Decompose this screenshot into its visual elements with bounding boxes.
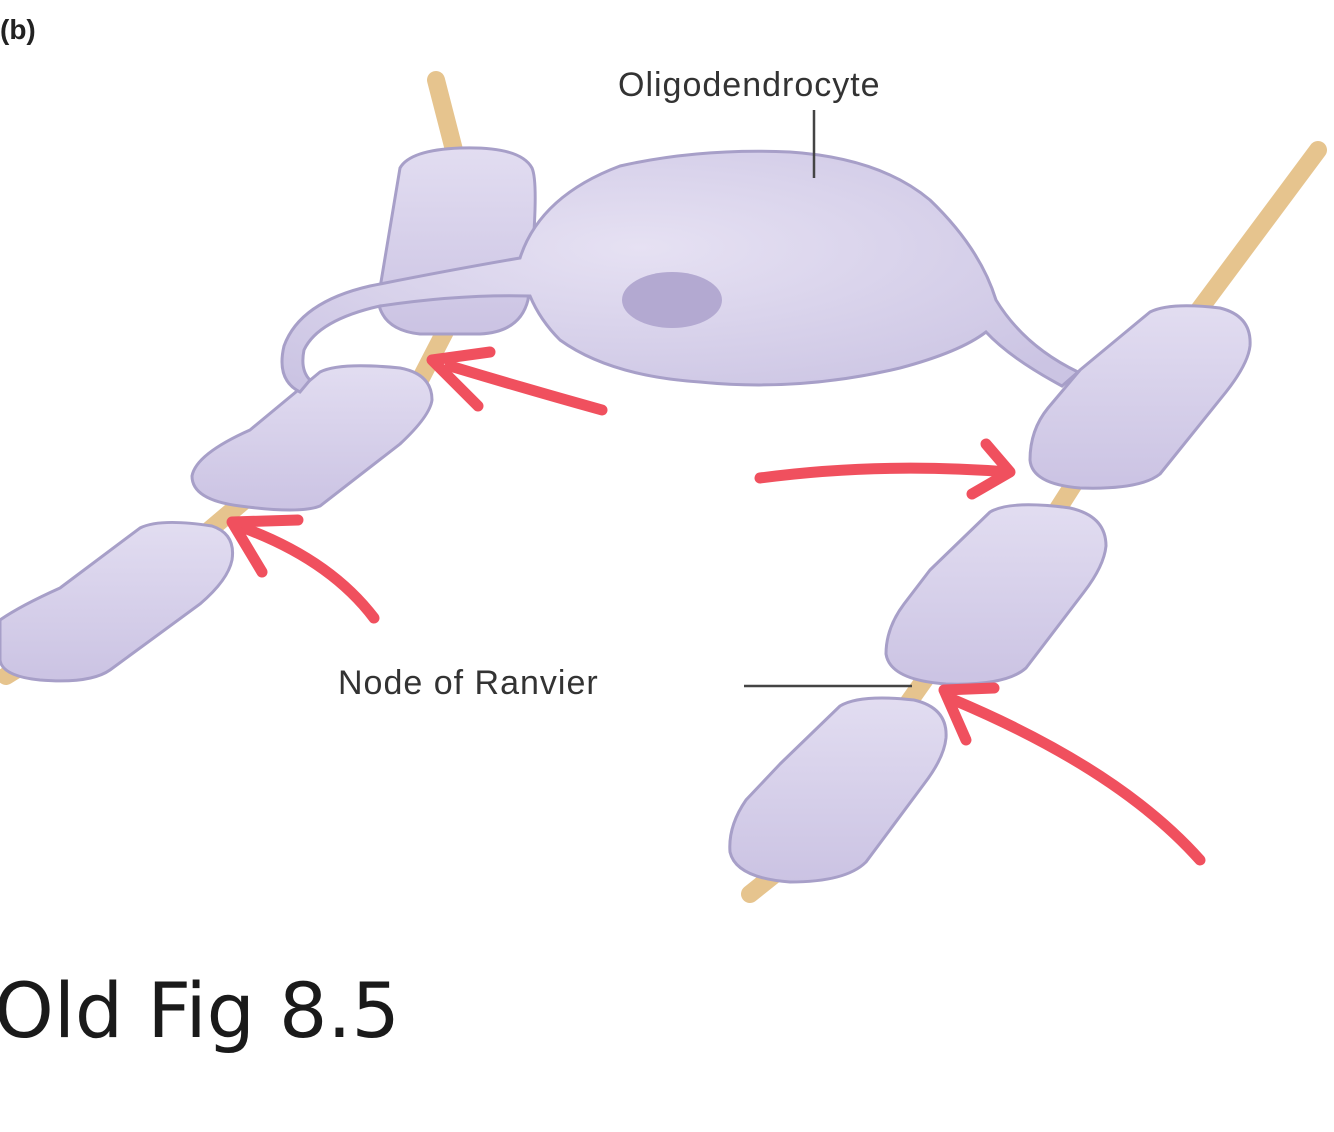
arrow-right-upper xyxy=(754,462,1014,484)
myelin-sheath-right-1 xyxy=(1028,304,1252,490)
arrowhead-upper-left xyxy=(426,346,496,412)
myelin-sheath-left-1 xyxy=(376,146,537,336)
arrow-upper-left xyxy=(444,360,608,416)
myelin-sheath-right-3 xyxy=(728,696,948,884)
annotation-arrows xyxy=(226,346,1206,866)
arrow-right-lower xyxy=(948,694,1206,866)
panel-label: (b) xyxy=(0,14,36,45)
myelin-sheath-right-2 xyxy=(884,503,1108,686)
figure-caption: Old Fig 8.5 xyxy=(0,966,400,1055)
nucleus xyxy=(622,272,722,328)
oligodendrocyte-cell xyxy=(280,149,1081,394)
myelin-sheath-left-2 xyxy=(190,364,434,512)
arrowhead-right-lower xyxy=(938,682,1000,746)
oligodendrocyte-label: Oligodendrocyte xyxy=(618,66,881,104)
node-of-ranvier-label: Node of Ranvier xyxy=(338,664,599,702)
arrow-lower-left xyxy=(238,522,380,624)
arrowhead-lower-left xyxy=(226,514,304,578)
myelin-sheath-left-3 xyxy=(0,520,235,683)
arrowhead-right-upper xyxy=(966,438,1016,500)
